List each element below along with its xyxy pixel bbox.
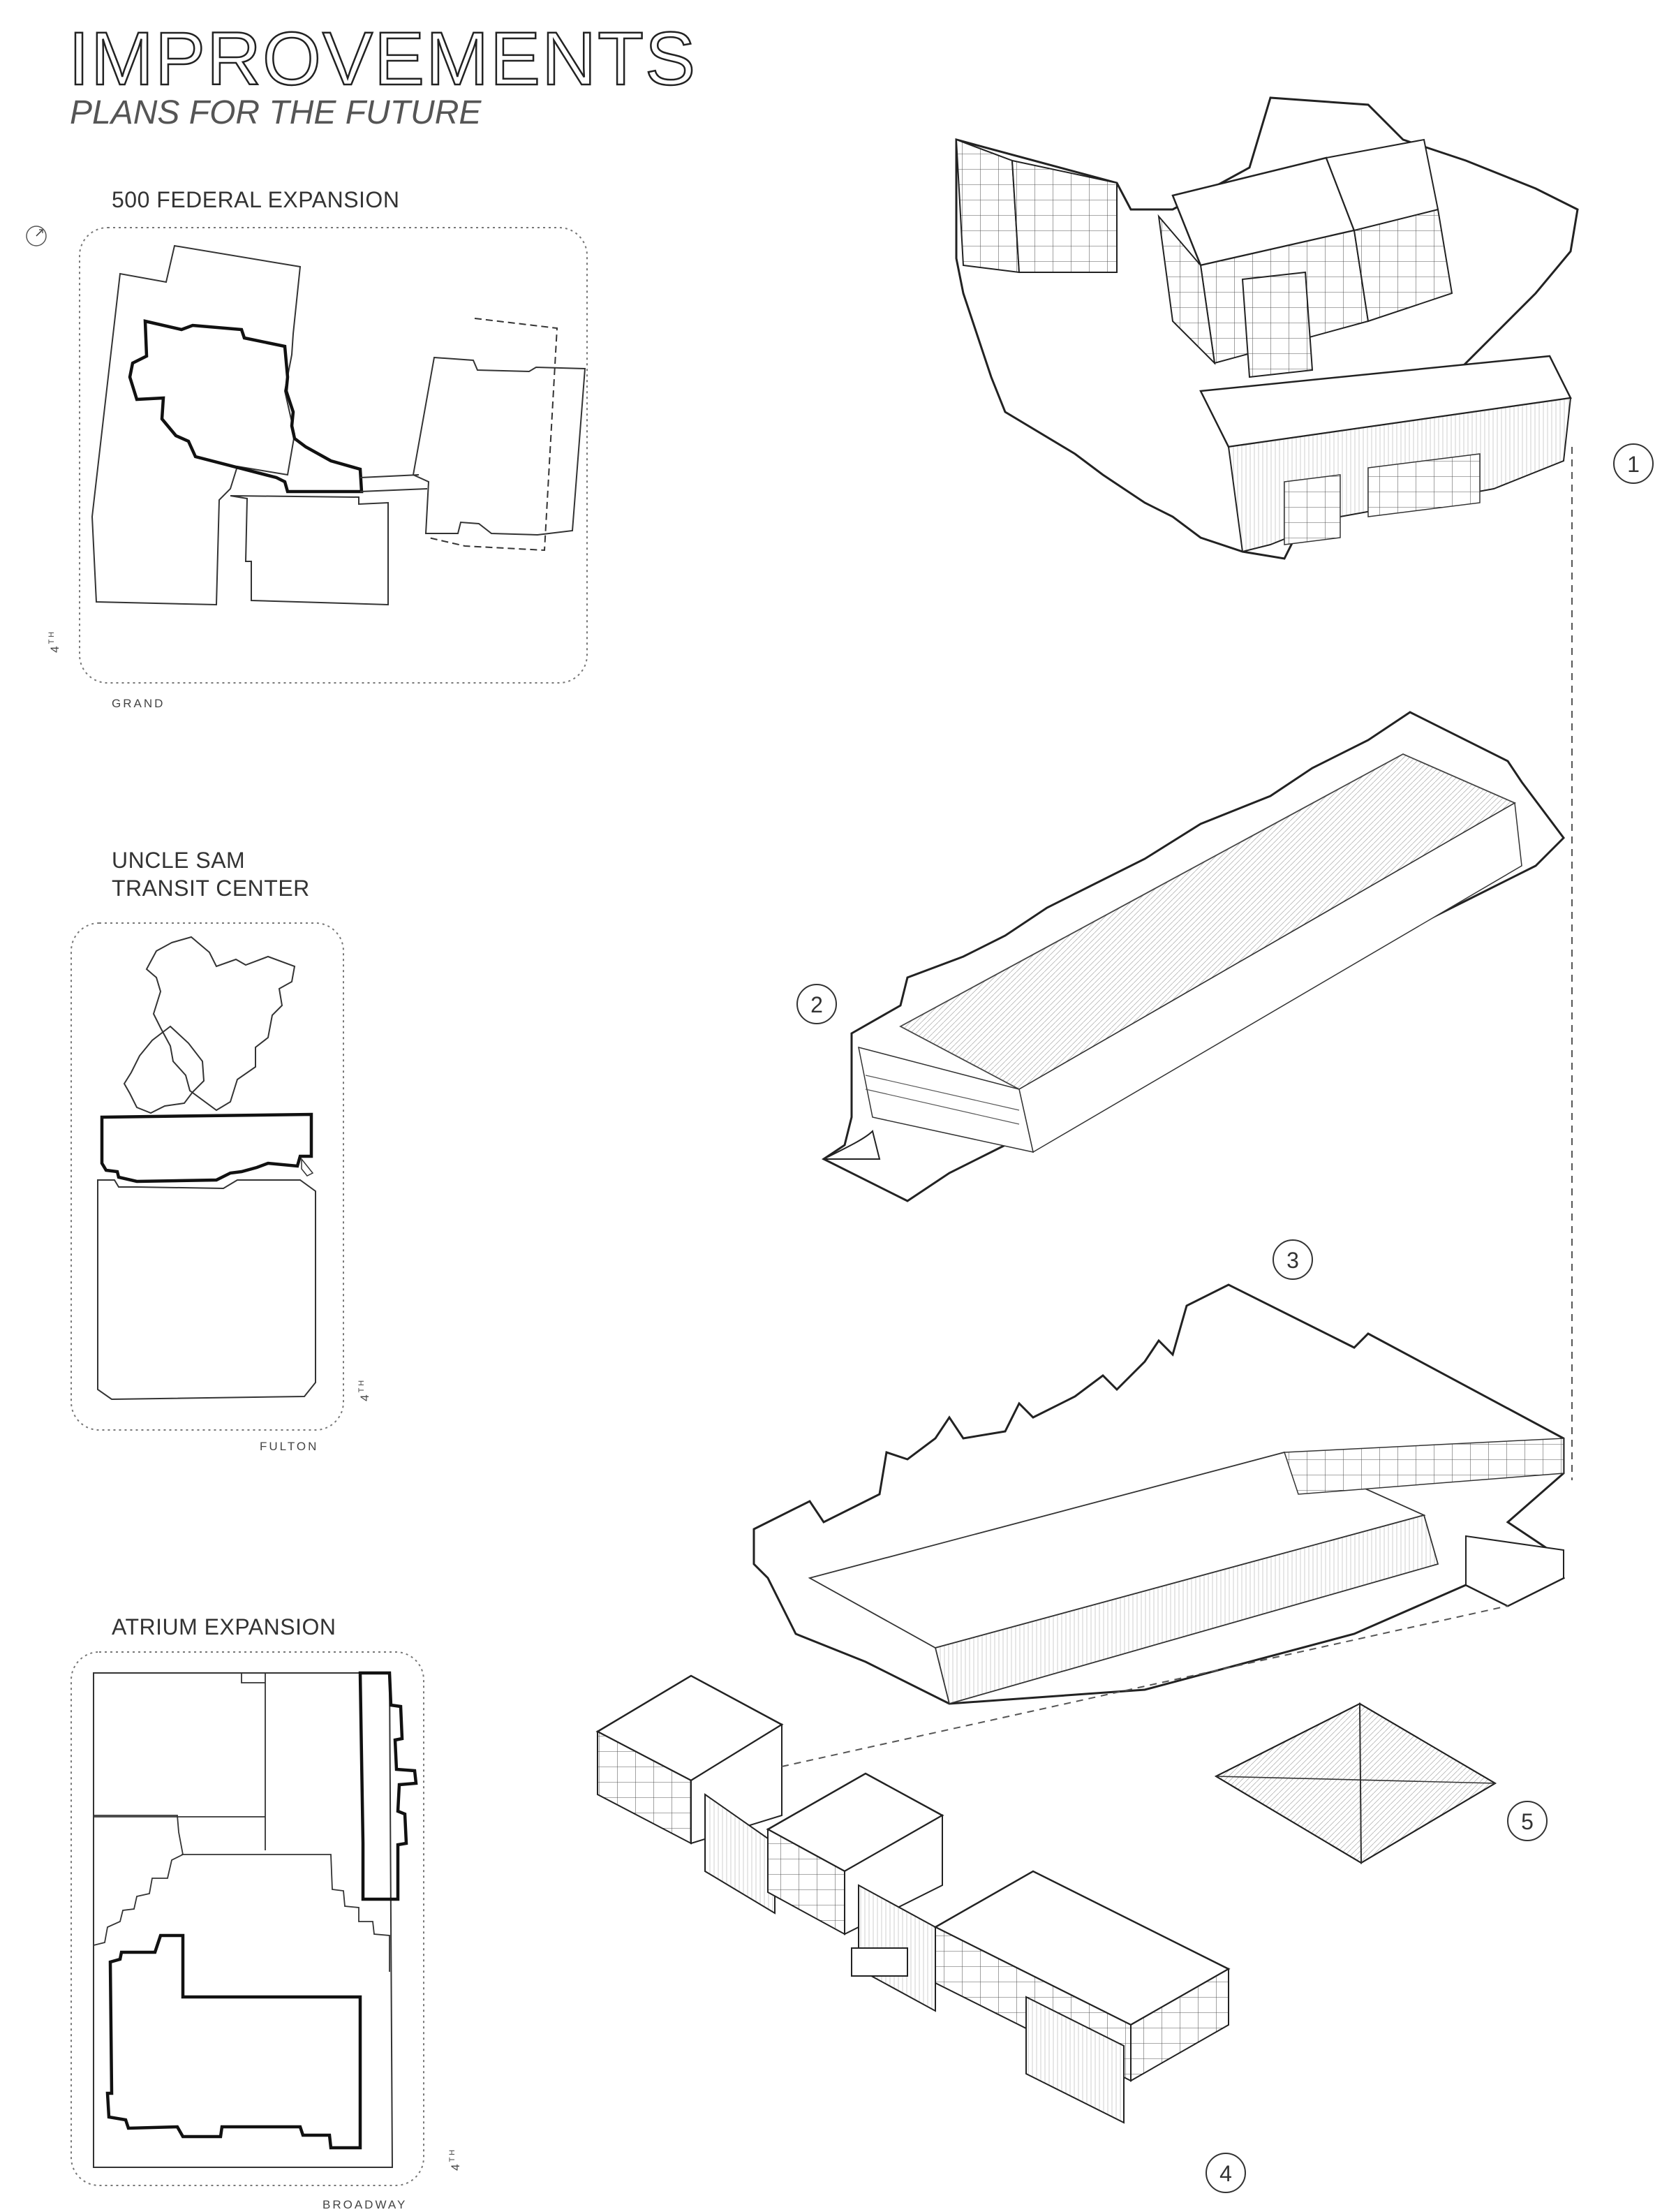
axon-atrium-facade: [934, 1514, 1439, 1705]
expansion-footprint-bold: [128, 319, 364, 494]
site-boundary-atrium: [71, 1651, 424, 2186]
axon-transit-ramp: [823, 1130, 881, 1160]
street-label-broadway: BROADWAY: [322, 2198, 408, 2211]
axon-atrium-annex: [1465, 1535, 1564, 1607]
callout-3: 3: [1273, 1239, 1313, 1280]
site-title-transit-line1: UNCLE SAM: [112, 848, 246, 873]
site-title-federal: 500 FEDERAL EXPANSION: [112, 187, 400, 212]
axon-canopy: [851, 1947, 908, 1977]
page-title: IMPROVEMENTS: [68, 16, 697, 101]
axon-atrium-base: [752, 1283, 1566, 1705]
transit-center-footprint-bold: [100, 1112, 313, 1184]
svg-text:1: 1: [1627, 452, 1640, 477]
site-boundary-federal: [79, 227, 588, 684]
block-outline: [93, 1672, 394, 2168]
svg-text:3: 3: [1286, 1248, 1299, 1273]
axon-connector-lines: [781, 447, 1573, 1767]
page-subtitle: PLANS FOR THE FUTURE: [70, 94, 482, 131]
callout-2: 2: [796, 984, 837, 1024]
axon-pavilion-3-side: [1130, 1968, 1229, 2082]
axon-federal-stair-core: [1241, 271, 1314, 378]
axon-skylight-pyramid: [1214, 1702, 1497, 1864]
axon-federal-east-roof: [1325, 138, 1439, 232]
axon-pyramid-base: [1214, 1702, 1497, 1864]
existing-building-outline: [91, 244, 302, 606]
atrium-footprint-bold: [105, 1933, 362, 2150]
axon-pavilions: [595, 1674, 1231, 2124]
atrium-wing-bold: [358, 1671, 418, 1901]
proposed-addition-dashed: [428, 318, 558, 552]
neighbor-building-south: [230, 495, 389, 606]
svg-text:4: 4: [1219, 2161, 1232, 2186]
callout-5: 5: [1507, 1801, 1548, 1841]
site-title-transit: UNCLE SAM TRANSIT CENTER: [112, 846, 310, 902]
site-boundary-transit: [71, 922, 344, 1431]
street-label-grand: GRAND: [112, 697, 165, 710]
axon-federal-tower-side: [1157, 214, 1216, 365]
callout-1: 1: [1613, 443, 1654, 484]
svg-text:5: 5: [1521, 1809, 1534, 1834]
svg-text:2: 2: [810, 992, 823, 1017]
transit-entry-marker: [301, 1157, 314, 1177]
axon-pavilion-3-base: [1025, 1996, 1125, 2124]
connector-link: [359, 474, 428, 492]
axon-federal-west-front: [1011, 159, 1118, 273]
axon-federal-storefront-2: [1367, 453, 1481, 517]
stepped-parcel-west: [93, 1815, 184, 1946]
site-plan-atrium: [71, 1651, 424, 2186]
axon-pyramid-ridges: [1215, 1703, 1496, 1864]
parking-lot-plan: [97, 1179, 316, 1401]
axon-link-1: [704, 1793, 776, 1915]
axon-transit-center: [822, 711, 1565, 1202]
callout-4: 4: [1206, 2153, 1246, 2193]
stepped-parcel-east: [181, 1854, 390, 1972]
axon-atrium-glazing: [1283, 1438, 1564, 1495]
neighbor-building-east: [412, 356, 586, 536]
axon-transit-deck-levels: [865, 1075, 1020, 1125]
axon-transit-end-facade: [858, 1046, 1034, 1153]
existing-annex-plan: [123, 1025, 205, 1114]
north-arrow-icon: [26, 226, 47, 246]
parcel-lines-north: [94, 1673, 266, 1850]
axon-federal-storefront-1: [1284, 474, 1341, 545]
axon-federal-building: [955, 96, 1579, 560]
axon-federal-west-facade: [955, 138, 1021, 274]
existing-tower-plan: [145, 936, 296, 1112]
site-plan-federal: [79, 227, 588, 684]
site-title-atrium: ATRIUM EXPANSION: [112, 1614, 336, 1639]
street-label-fulton: FULTON: [260, 1440, 319, 1453]
site-plan-transit: [71, 922, 344, 1431]
site-title-transit-line2: TRANSIT CENTER: [112, 876, 310, 901]
